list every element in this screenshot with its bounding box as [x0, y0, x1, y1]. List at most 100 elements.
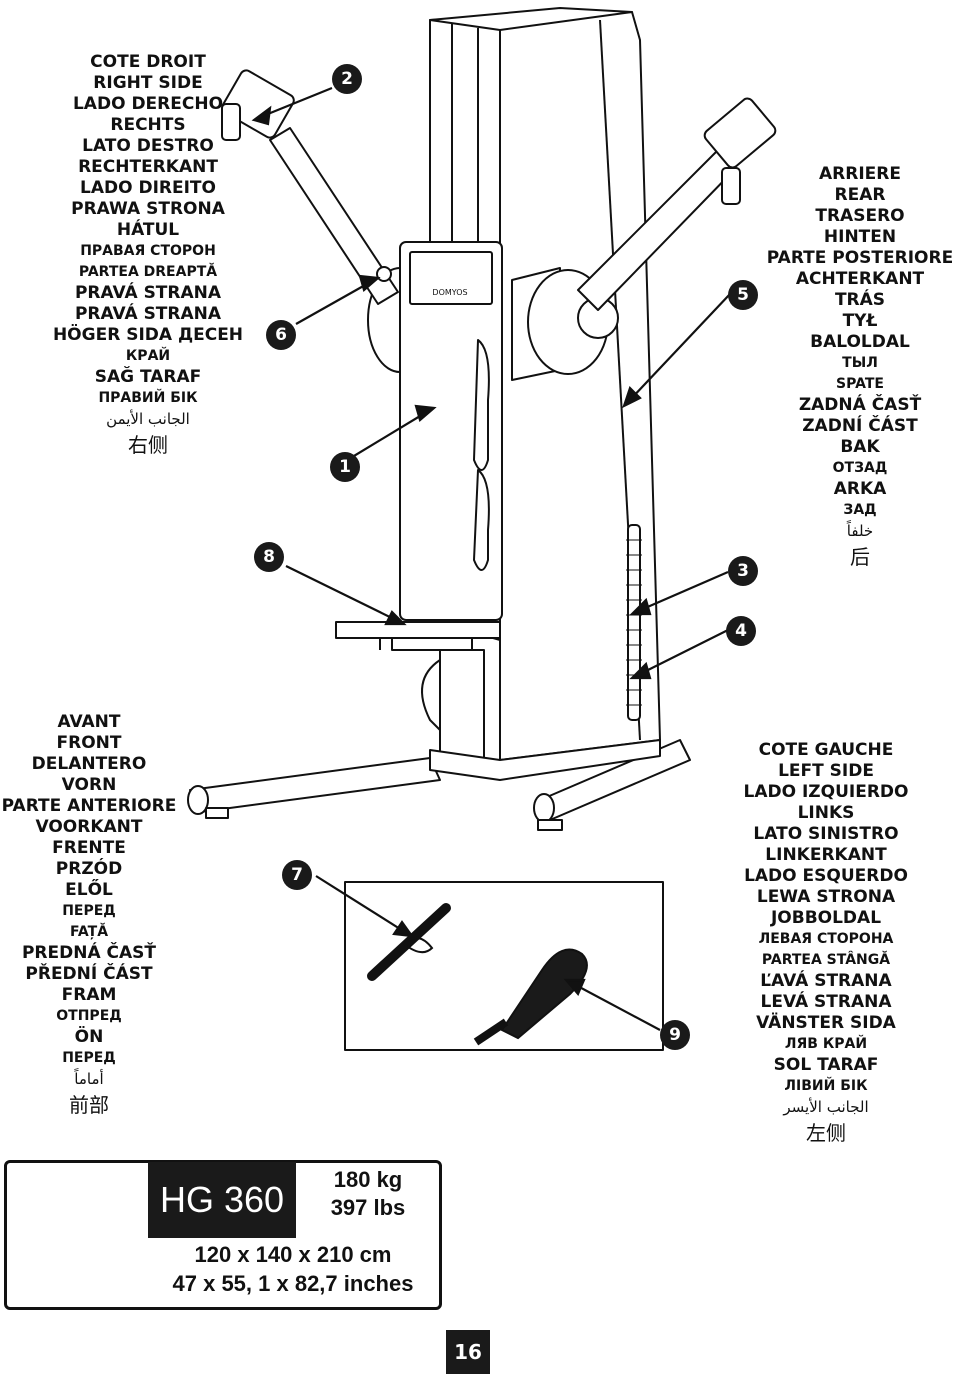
label-line: PREDNÁ ČASŤ	[21, 943, 157, 963]
label-line: ÖN	[74, 1027, 104, 1047]
model-name: HG 360	[148, 1162, 296, 1238]
logo-mark: DOMYOS	[432, 288, 467, 297]
label-line: ПРАВИЙ БІК	[98, 390, 198, 406]
label-line: PARTEA DREAPTĂ	[78, 264, 218, 280]
label-line: PARTEA STÂNGĂ	[761, 952, 891, 968]
label-line: VORN	[61, 775, 117, 795]
label-line: ĽAVÁ STRANA	[760, 971, 892, 991]
label-line: ZADNÁ ČASŤ	[798, 395, 922, 415]
page-number: 16	[446, 1330, 490, 1374]
label-line: PRAVÁ STRANA	[74, 283, 222, 303]
label-line: SOL TARAF	[773, 1055, 879, 1075]
label-line: LADO ESQUERDO	[744, 866, 908, 886]
base-front-bar	[189, 757, 441, 813]
label-line: الجانب الأيسر	[783, 1098, 869, 1116]
label-line: ТЫЛ	[842, 355, 878, 371]
label-line: RIGHT SIDE	[93, 73, 203, 93]
label-line: LEFT SIDE	[778, 761, 874, 781]
weight-selector	[627, 524, 641, 721]
label-line: ЗАД	[843, 502, 877, 518]
label-line: ПЕРЕД	[62, 903, 116, 919]
label-line: PRAWA STRONA	[71, 199, 225, 219]
callout-2: 2	[332, 64, 362, 94]
label-line: PARTE ANTERIORE	[1, 796, 177, 816]
label-line: DELANTERO	[31, 754, 147, 774]
callout-4: 4	[726, 616, 756, 646]
label-line: LINKERKANT	[765, 845, 887, 865]
label-line: خلفاً	[846, 522, 874, 540]
label-line: ОТЗАД	[832, 460, 888, 476]
short-bar	[367, 903, 451, 981]
callout-9: 9	[660, 1020, 690, 1050]
label-line: HÁTUL	[116, 220, 180, 240]
label-line: REAR	[834, 185, 886, 205]
label-line: TRASERO	[815, 206, 905, 226]
weight-kg: 180 kg	[333, 1167, 403, 1192]
dims-cm: 120 x 140 x 210 cm	[194, 1242, 392, 1267]
label-line: LINKS	[797, 803, 855, 823]
label-line: RECHTERKANT	[78, 157, 218, 177]
label-line: LEWA STRONA	[756, 887, 896, 907]
label-line: HINTEN	[823, 227, 897, 247]
label-line: FRAM	[61, 985, 117, 1005]
dimensions: 120 x 140 x 210 cm 47 x 55, 1 x 82,7 inc…	[148, 1240, 438, 1298]
label-line: COTE GAUCHE	[758, 740, 894, 760]
right-side-label: COTE DROIT RIGHT SIDE LADO DERECHO RECHT…	[40, 52, 256, 460]
label-line: ACHTERKANT	[795, 269, 925, 289]
label-line: LATO DESTRO	[82, 136, 214, 156]
label-line: КРАЙ	[125, 348, 171, 364]
label-line: TYŁ	[842, 311, 878, 331]
rear-label: ARRIERE REAR TRASERO HINTEN PARTE POSTER…	[762, 164, 958, 572]
label-line: PŘEDNÍ ČÁST	[25, 964, 153, 984]
seat	[335, 621, 501, 639]
label-line: SPATE	[836, 376, 884, 392]
label-line: ОТПРЕД	[56, 1008, 122, 1024]
callout-1: 1	[330, 452, 360, 482]
callout-6: 6	[266, 320, 296, 350]
label-line: 右侧	[128, 433, 168, 457]
label-line: FRENTE	[52, 838, 126, 858]
label-line: BALOLDAL	[810, 332, 910, 352]
label-line: PRAVÁ STRANA	[74, 304, 222, 324]
label-line: أماماً	[74, 1070, 104, 1088]
label-line: ARRIERE	[819, 164, 901, 184]
label-line: ELŐL	[65, 880, 113, 900]
label-line: ARKA	[833, 479, 887, 499]
label-line: VOORKANT	[35, 817, 143, 837]
dims-inches: 47 x 55, 1 x 82,7 inches	[172, 1271, 414, 1296]
label-line: 前部	[69, 1093, 109, 1117]
label-line: SAĞ TARAF	[94, 367, 202, 387]
label-line: 后	[850, 545, 870, 569]
label-line: ПРАВАЯ СТОРОН	[80, 243, 216, 259]
label-line: LATO SINISTRO	[753, 824, 899, 844]
label-line: HÖGER SIDA ДЕСЕН	[52, 325, 244, 345]
callout-5: 5	[728, 280, 758, 310]
max-weight: 180 kg 397 lbs	[298, 1166, 438, 1222]
label-line: FAȚĂ	[69, 924, 109, 940]
label-line: ЛЯВ КРАЙ	[784, 1036, 868, 1052]
label-line: LADO IZQUIERDO	[743, 782, 909, 802]
label-line: RECHTS	[110, 115, 186, 135]
label-line: ЛІВИЙ БІК	[784, 1078, 868, 1094]
label-line: AVANT	[57, 712, 121, 732]
label-line: TRÁS	[834, 290, 886, 310]
callout-3: 3	[728, 556, 758, 586]
left-side-label: COTE GAUCHE LEFT SIDE LADO IZQUIERDO LIN…	[720, 740, 932, 1148]
callout-8: 8	[254, 542, 284, 572]
label-line: FRONT	[56, 733, 122, 753]
label-line: LADO DIREITO	[80, 178, 216, 198]
label-line: COTE DROIT	[90, 52, 206, 72]
label-line: VÄNSTER SIDA	[756, 1013, 896, 1033]
left-arm	[269, 127, 399, 305]
front-label: AVANT FRONT DELANTERO VORN PARTE ANTERIO…	[0, 712, 178, 1120]
label-line: الجانب الأيمن	[106, 410, 190, 428]
seat-column	[439, 649, 485, 771]
label-line: JOBBOLDAL	[770, 908, 882, 928]
label-line: PRZÓD	[55, 859, 123, 879]
tower-top	[429, 7, 633, 31]
callout-7: 7	[282, 860, 312, 890]
label-line: ПЕРЕД	[62, 1050, 116, 1066]
label-line: ЛЕВАЯ СТОРОНА	[758, 931, 894, 947]
label-line: PARTE POSTERIORE	[766, 248, 954, 268]
label-line: LEVÁ STRANA	[760, 992, 892, 1012]
